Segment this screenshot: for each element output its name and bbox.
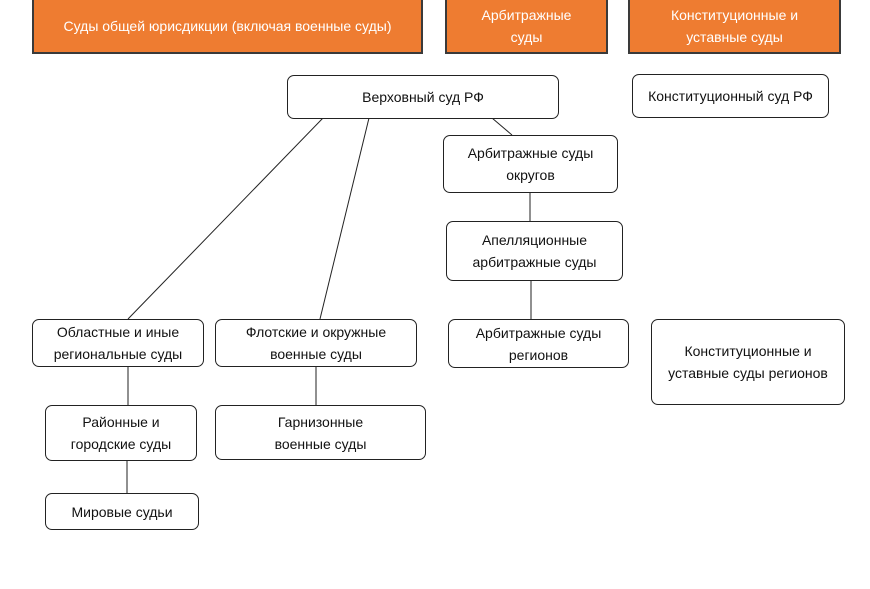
node-supreme-court-label: Верховный суд РФ xyxy=(362,89,484,105)
node-regional-arbitration-courts: Арбитражные суды регионов xyxy=(448,319,629,368)
header-arbitration-courts: Арбитражные суды xyxy=(445,0,608,54)
node-regional-constitutional-courts: Конституционные и уставные суды регионов xyxy=(651,319,845,405)
node-magistrates-label: Мировые судьи xyxy=(71,503,173,520)
header-general-jurisdiction-label: Суды общей юрисдикции (включая военные с… xyxy=(63,18,392,34)
node-naval-military-courts: Флотские и окружные военные суды xyxy=(215,319,417,367)
node-constitutional-court-rf: Конституционный суд РФ xyxy=(632,74,829,118)
node-garrison-military-courts-label: Гарнизонные военные суды xyxy=(274,413,367,452)
node-arbitration-district-courts-label: Арбитражные суды округов xyxy=(467,145,594,183)
node-supreme-court: Верховный суд РФ xyxy=(287,75,559,119)
header-constitutional-courts: Конституционные и уставные суды xyxy=(628,0,841,54)
node-regional-arbitration-courts-label: Арбитражные суды регионов xyxy=(475,324,602,363)
header-arbitration-courts-label: Арбитражные суды xyxy=(481,7,572,45)
node-regional-courts: Областные и иные региональные суды xyxy=(32,319,204,367)
header-general-jurisdiction: Суды общей юрисдикции (включая военные с… xyxy=(32,0,423,54)
node-district-city-courts: Районные и городские суды xyxy=(45,405,197,461)
header-constitutional-courts-label: Конституционные и уставные суды xyxy=(670,7,799,45)
node-garrison-military-courts: Гарнизонные военные суды xyxy=(215,405,426,460)
link-supreme-to-naval-military xyxy=(319,117,370,320)
node-appeal-arbitration-courts: Апелляционные арбитражные суды xyxy=(446,221,623,281)
node-magistrates: Мировые судьи xyxy=(45,493,199,530)
node-constitutional-court-rf-label: Конституционный суд РФ xyxy=(648,88,813,104)
node-appeal-arbitration-courts-label: Апелляционные арбитражные суды xyxy=(472,232,597,270)
node-district-city-courts-label: Районные и городские суды xyxy=(70,414,172,452)
node-regional-courts-label: Областные и иные региональные суды xyxy=(53,324,183,362)
node-naval-military-courts-label: Флотские и окружные военные суды xyxy=(245,324,387,362)
node-arbitration-district-courts: Арбитражные суды округов xyxy=(443,135,618,193)
link-supreme-to-arb-district xyxy=(491,117,513,136)
link-supreme-to-regional-courts xyxy=(127,117,324,320)
node-regional-constitutional-courts-label: Конституционные и уставные суды регионов xyxy=(668,343,828,381)
